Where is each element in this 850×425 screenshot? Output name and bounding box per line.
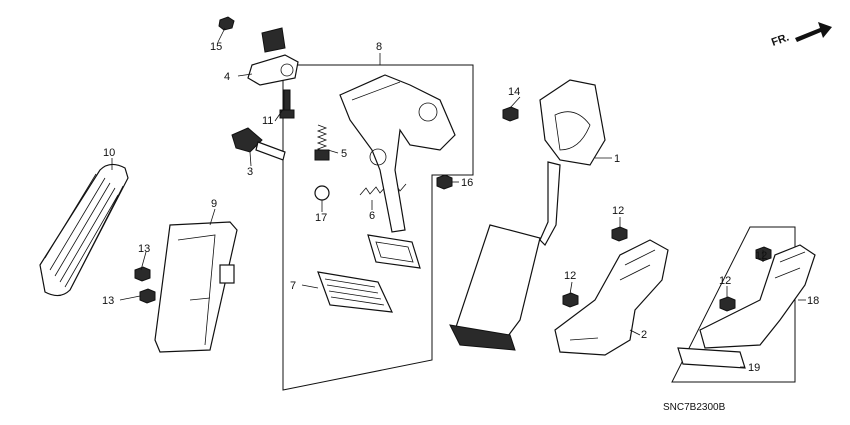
part-8-brake-pedal-arm	[339, 74, 456, 233]
brake-pad-upper	[367, 234, 421, 269]
callout-10: 10	[103, 147, 115, 159]
callout-13a: 13	[138, 243, 150, 255]
part-18-bracket	[699, 244, 816, 349]
callout-16: 16	[461, 177, 473, 189]
part-3-switch	[231, 127, 286, 161]
part-5-spring	[314, 124, 330, 161]
front-label: FR.	[770, 31, 791, 48]
callout-12a: 12	[612, 205, 624, 217]
diagram-code: SNC7B2300B	[663, 402, 726, 413]
pedal-assembly-frame	[282, 64, 474, 391]
callout-1: 1	[614, 153, 620, 165]
callout-15: 15	[210, 41, 222, 53]
callout-18: 18	[807, 295, 819, 307]
bracket-variant-frame	[671, 226, 796, 383]
part-2-bracket	[554, 239, 669, 356]
callout-9: 9	[211, 198, 217, 210]
part-19-pad	[677, 347, 746, 369]
part-4-sensor	[218, 16, 299, 86]
leader-lines	[111, 27, 806, 368]
callout-3: 3	[247, 166, 253, 178]
part-14-nut	[502, 106, 519, 122]
part-9-pedal-bracket	[154, 221, 238, 353]
part-12-nuts	[562, 226, 772, 312]
callout-6: 6	[369, 210, 375, 222]
callout-12c: 12	[755, 250, 767, 262]
part-7-brake-pedal-pad	[317, 271, 393, 313]
part-13-nuts	[134, 266, 156, 304]
callout-13b: 13	[102, 295, 114, 307]
callout-14: 14	[508, 86, 520, 98]
callout-2: 2	[641, 329, 647, 341]
front-arrow-icon	[795, 22, 832, 42]
callout-17: 17	[315, 212, 327, 224]
callout-11: 11	[262, 115, 273, 127]
part-1-accelerator-module	[449, 79, 606, 351]
part-11-bolt	[279, 89, 295, 119]
callout-8: 8	[376, 41, 382, 53]
callout-7: 7	[290, 280, 296, 292]
front-direction-indicator: FR.	[770, 22, 832, 49]
part-10-pedal-pad	[39, 163, 129, 297]
callout-12b: 12	[564, 270, 576, 282]
callout-labels: 1 2 3 4 5 6 7 8 9 10 11 12 12 12 12 13 1…	[102, 41, 819, 374]
callout-5: 5	[341, 148, 347, 160]
callout-4: 4	[224, 71, 230, 83]
callout-12d: 12	[719, 275, 731, 287]
part-16-nut	[436, 174, 453, 190]
callout-19: 19	[748, 362, 760, 374]
part-17-stopper	[314, 185, 330, 201]
